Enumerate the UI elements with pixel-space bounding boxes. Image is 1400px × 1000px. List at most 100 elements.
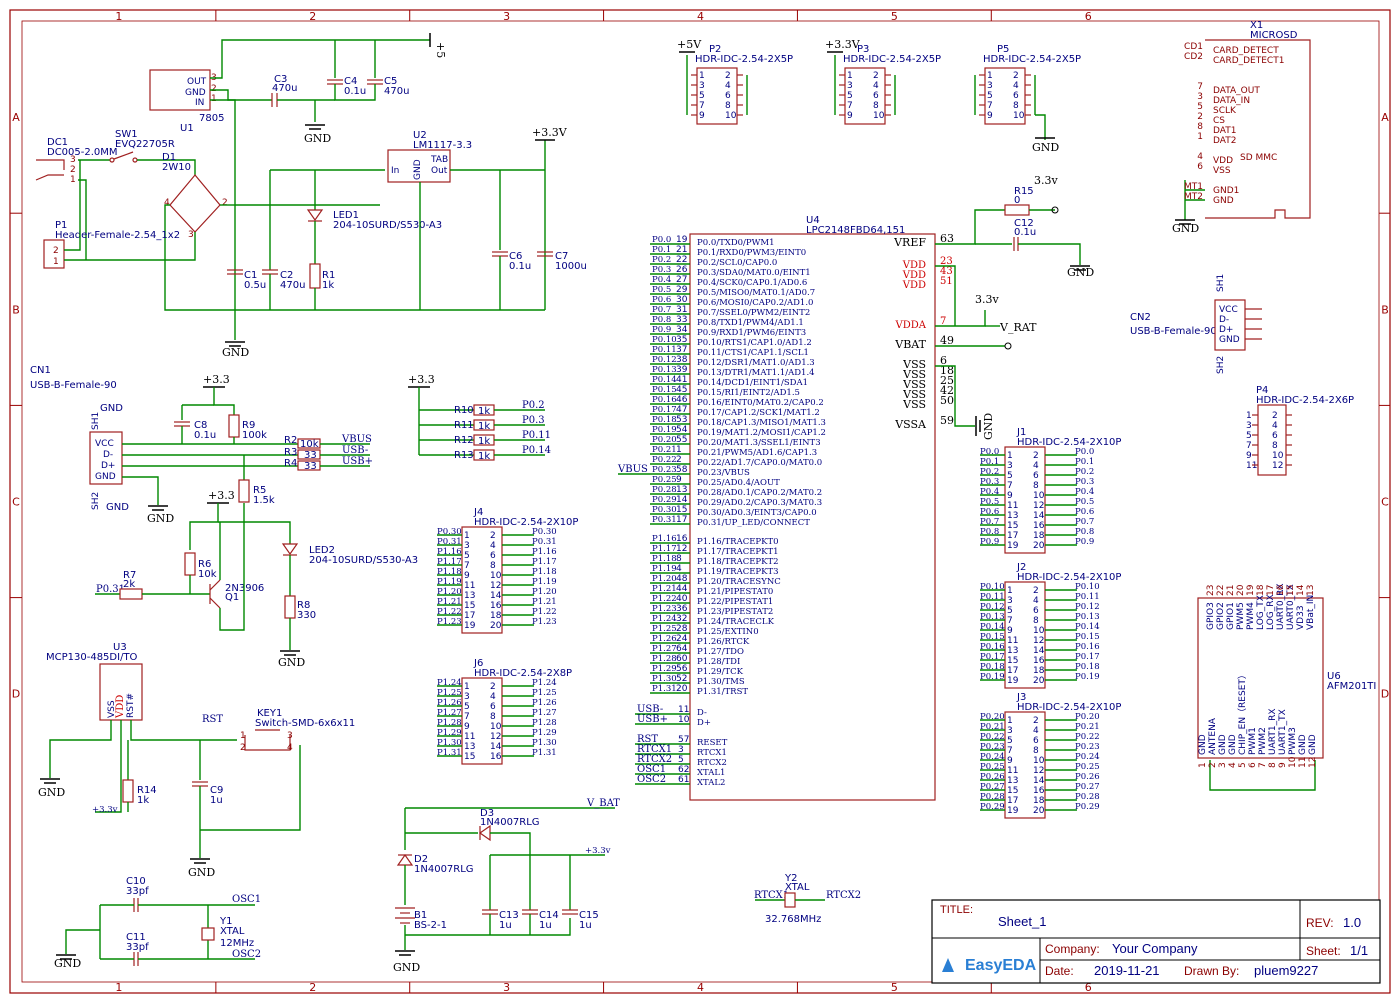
sd-pin-number: 5 xyxy=(1197,102,1203,112)
j-pin-even: 12 xyxy=(1033,501,1044,511)
u4-pin-number: 26 xyxy=(676,265,688,275)
pullup-value: 1k xyxy=(478,436,490,447)
c1-value: 0.5u xyxy=(244,280,266,291)
cn2-value: USB-B-Female-90 xyxy=(1130,326,1217,337)
u4-pin-function: P0.15/RI1/EINT2/AD1.5 xyxy=(697,388,800,398)
u4-pin-number: 20 xyxy=(676,684,688,694)
battery-section: V_BAT D3 1N4007RLG D2 1N4007RLG B1 BS-2-… xyxy=(393,798,620,974)
u4-right-number: 50 xyxy=(940,394,954,407)
r7-ref: R7 xyxy=(123,570,136,581)
wire-c4c5-bottom xyxy=(334,84,376,101)
u6-body xyxy=(1197,597,1324,759)
j-pin-even: 2 xyxy=(490,531,496,541)
c4-value: 0.1u xyxy=(344,86,366,97)
x1-ref: X1 xyxy=(1250,20,1263,31)
r7-resistor xyxy=(119,588,143,600)
u4-right-number: 6 xyxy=(940,354,947,367)
cn1-gnd: GND xyxy=(95,472,116,482)
u4-pin-net: P1.23 xyxy=(652,604,677,614)
u4-pin-number: 24 xyxy=(676,634,688,644)
u4-pin-net: P0.13 xyxy=(652,365,677,375)
rtcx1-net: RTCX1 xyxy=(754,890,789,901)
u4-pin-number: 40 xyxy=(676,594,688,604)
r14-ref: R14 xyxy=(137,785,157,796)
y1-value: 12MHz xyxy=(220,938,254,949)
p4-pin-even: 2 xyxy=(1272,411,1278,421)
border-row-right: D xyxy=(1381,688,1389,701)
u4-pin-number: 32 xyxy=(676,614,687,624)
header-value: HDR-IDC-2.54-2X5P xyxy=(843,54,941,65)
j-net-left: P0.8 xyxy=(980,527,999,537)
j-pin-even: 12 xyxy=(1033,636,1044,646)
c10-value: 33pf xyxy=(126,886,149,897)
u4-pin-function: P1.23/PIPESTAT2 xyxy=(697,607,773,617)
u4-pin-number: 44 xyxy=(676,584,688,594)
sd-pin-function: DATA_IN xyxy=(1213,96,1250,106)
j-pin-odd: 13 xyxy=(464,591,475,601)
p4-pin-odd: 7 xyxy=(1246,441,1252,451)
cn2-pin-label: D- xyxy=(1219,315,1229,325)
u6-bottom-pin: UART1_TX xyxy=(1278,709,1288,755)
u6-value: AFM201TI xyxy=(1327,681,1376,692)
sd-pin-function: GND1 xyxy=(1213,186,1239,196)
j-net-left: P0.12 xyxy=(980,602,1005,612)
header-ref: P5 xyxy=(997,44,1009,55)
j-net-right: P1.29 xyxy=(532,728,557,738)
led1-value: 204-10SURD/S530-A3 xyxy=(333,220,442,231)
u4-pin-net: P0.15 xyxy=(652,385,677,395)
j-pin-even: 8 xyxy=(1033,481,1039,491)
p4-pin-odd: 11 xyxy=(1246,461,1257,471)
vbat-flag xyxy=(1004,342,1012,350)
u4-pin-net: P1.30 xyxy=(652,674,677,684)
j-pin-even: 16 xyxy=(490,752,502,762)
p4-pin-even: 4 xyxy=(1272,421,1278,431)
j-net-left: P1.22 xyxy=(437,607,462,617)
j-pin-even: 14 xyxy=(490,742,502,752)
c5-ref: C5 xyxy=(384,76,397,87)
r2-ref: R2 xyxy=(284,435,297,446)
j-pin-odd: 15 xyxy=(464,601,475,611)
j-pin-odd: 5 xyxy=(1007,736,1013,746)
batt-v33-net: +3.3v xyxy=(585,846,611,856)
pullup-value: 1k xyxy=(478,406,490,417)
u4-pin-net: P1.24 xyxy=(652,614,677,624)
u4-pin-net: P0.30 xyxy=(652,505,677,515)
j-net-right: P1.19 xyxy=(532,577,557,587)
d3-diode xyxy=(478,824,491,842)
j-net-right: P0.4 xyxy=(1075,487,1094,497)
u4-pin-net: USB- xyxy=(637,704,663,715)
u4-pin-function: P0.29/AD0.2/CAP0.3/MAT0.3 xyxy=(697,498,822,508)
header-gnd-wire xyxy=(1035,114,1046,140)
rev-label: REV: xyxy=(1306,916,1334,930)
gnd-label-3: GND xyxy=(147,512,174,525)
u4-pin-number: 57 xyxy=(678,735,689,745)
r1-value: 1k xyxy=(322,280,334,291)
c9-value: 1u xyxy=(210,795,223,806)
sd-pin-number: CD1 xyxy=(1184,42,1203,52)
drawn-label: Drawn By: xyxy=(1184,964,1239,978)
wire-u1-gnd xyxy=(210,89,272,101)
j-pin-odd: 5 xyxy=(464,551,470,561)
j-net-left: P0.24 xyxy=(980,752,1005,762)
j-net-left: P0.9 xyxy=(980,537,999,547)
j-net-left: P1.20 xyxy=(437,587,462,597)
u4-right-number: 18 xyxy=(940,364,954,377)
key1-pin4: 4 xyxy=(287,743,293,753)
j-header-body xyxy=(461,526,503,634)
u4-pin-net: P0.21 xyxy=(652,445,677,455)
dc1-value: DC005-2.0MM xyxy=(47,147,118,158)
j-header-value: HDR-IDC-2.54-2X10P xyxy=(1017,437,1121,448)
border-row-left: D xyxy=(12,688,20,701)
j-net-right: P0.14 xyxy=(1075,622,1100,632)
header-pin-even: 8 xyxy=(1013,101,1019,111)
u4-pin-number: 54 xyxy=(676,425,688,435)
j-pin-odd: 1 xyxy=(1007,586,1013,596)
c11-ref: C11 xyxy=(126,932,146,943)
u4-pin-function: P1.31/TRST xyxy=(697,687,748,697)
header-net-label: GND xyxy=(1032,141,1059,154)
cn1-connector xyxy=(89,431,123,485)
j-pin-odd: 9 xyxy=(1007,491,1013,501)
j-header-value: HDR-IDC-2.54-2X10P xyxy=(474,517,578,528)
u6-bottom-pin: GND xyxy=(1308,734,1318,755)
